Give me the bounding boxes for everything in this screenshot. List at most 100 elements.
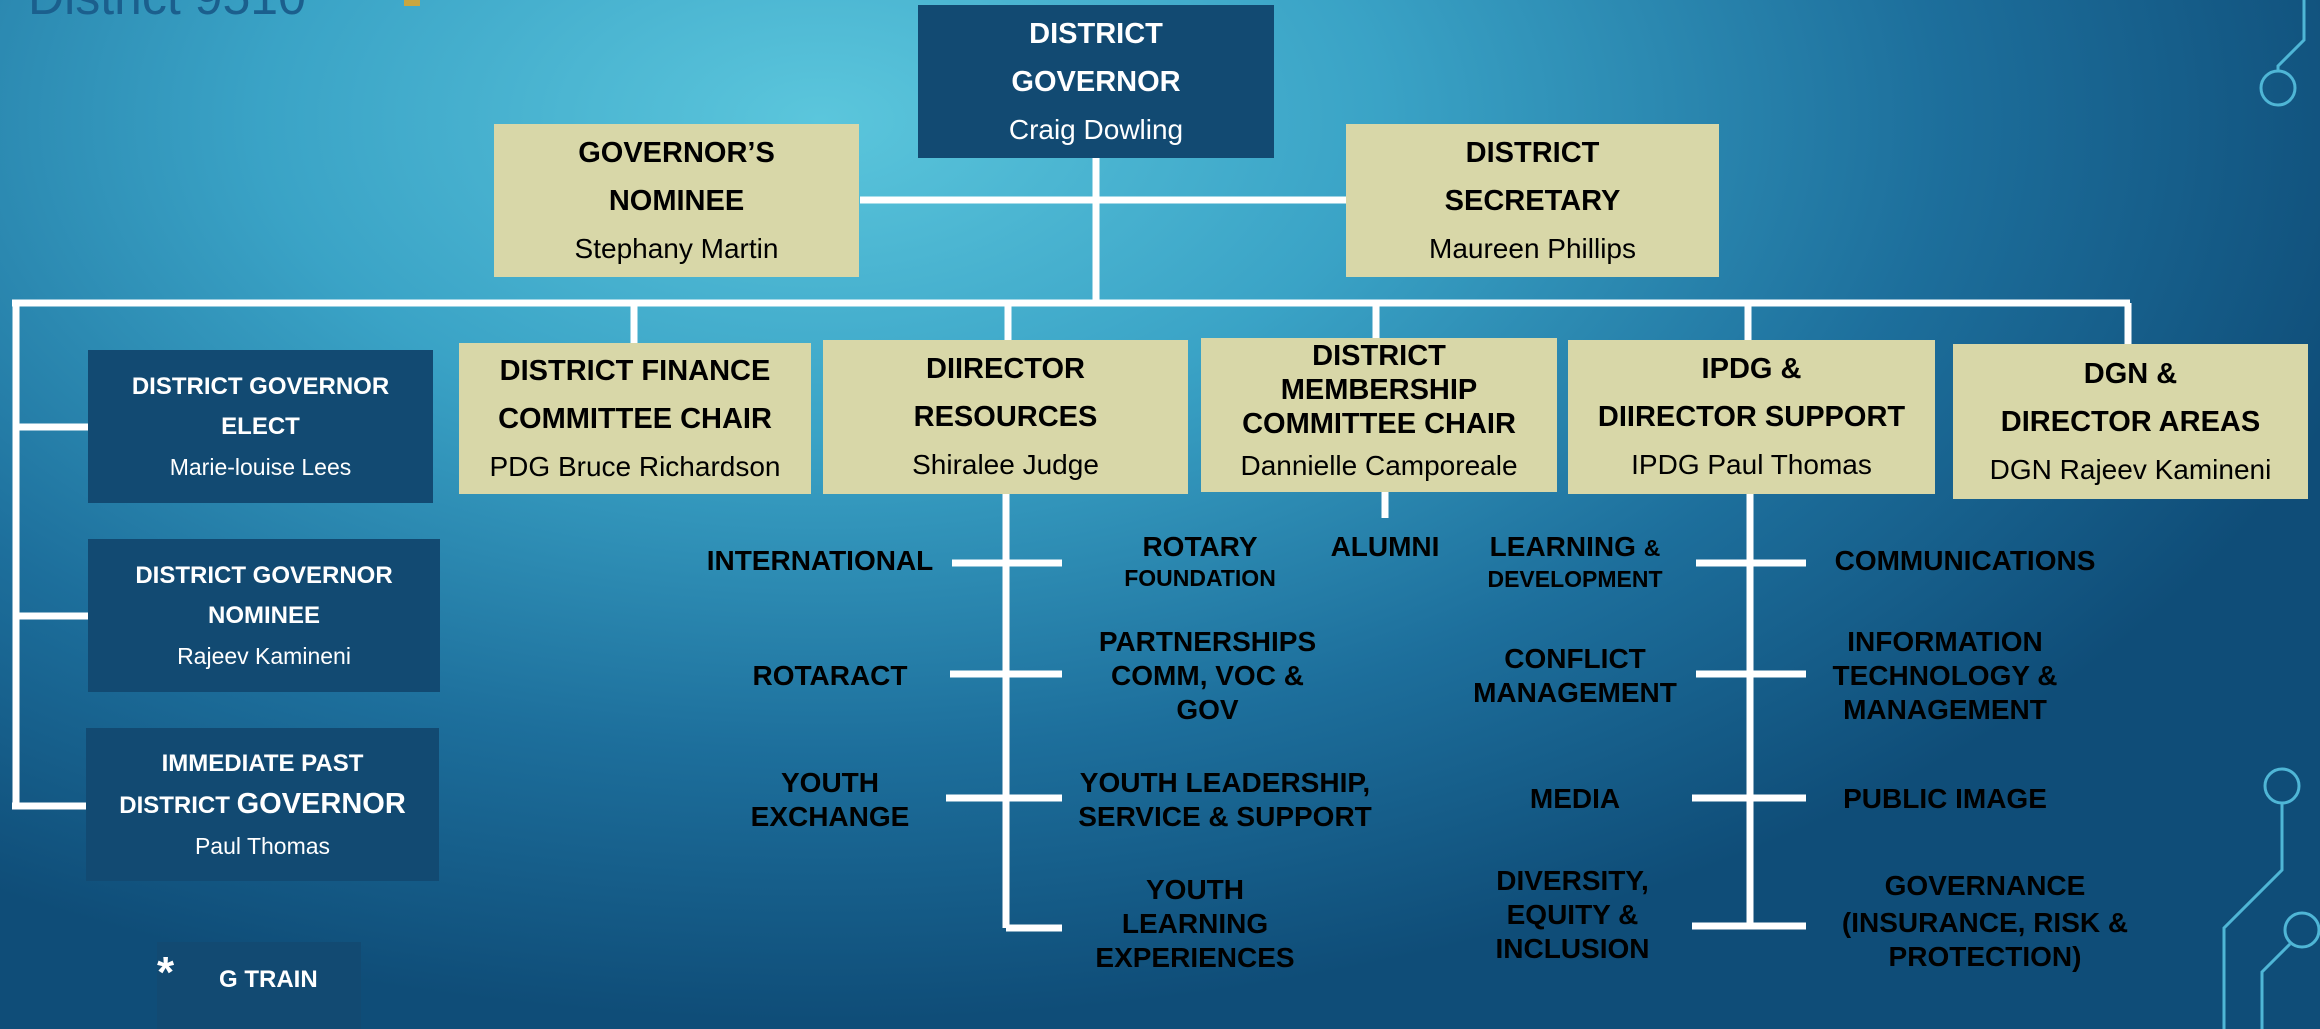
node-label: GOV [1176,694,1239,725]
box-title-part: DISTRICT [119,791,230,819]
membership-chair-box: DISTRICT MEMBERSHIP COMMITTEE CHAIR Dann… [1201,338,1557,492]
node-conflict-management: CONFLICT MANAGEMENT [1460,642,1690,710]
box-name: Paul Thomas [194,832,331,859]
box-name: Stephany Martin [574,232,779,264]
box-name: Maureen Phillips [1429,232,1636,264]
node-learning-development: LEARNING & DEVELOPMENT [1470,530,1680,593]
node-youth-learning: YOUTH LEARNING EXPERIENCES [1085,873,1305,975]
node-label: ROTARY [1142,531,1258,562]
node-youth-leadership: YOUTH LEADERSHIP, SERVICE & SUPPORT [1075,766,1375,834]
ipdg-box: IMMEDIATE PAST DISTRICT GOVERNOR Paul Th… [86,728,439,881]
district-title: District 9510 [28,0,306,26]
box-title: DISTRICT GOVERNOR [135,561,393,589]
node-label: TECHNOLOGY & [1832,660,2058,691]
box-title: DISTRICT GOVERNOR [119,784,406,826]
node-information-technology: INFORMATION TECHNOLOGY & MANAGEMENT [1810,625,2080,727]
box-name: Dannielle Camporeale [1240,450,1518,481]
node-label: COMM, VOC & [1111,660,1304,691]
box-title: NOMINEE [207,601,320,629]
node-label: (INSURANCE, RISK & [1841,907,2129,938]
node-partnerships: PARTNERSHIPS COMM, VOC & GOV [1070,625,1345,727]
asterisk-icon: * [157,948,175,997]
node-diversity: DIVERSITY, EQUITY & INCLUSION [1470,864,1675,966]
box-title: SECRETARY [1444,184,1621,217]
box-title-part: GOVERNOR [236,787,406,820]
node-label: DEVELOPMENT [1487,566,1663,592]
node-youth-exchange: YOUTH EXCHANGE [720,766,940,834]
governors-nominee-box: GOVERNOR’S NOMINEE Stephany Martin [494,124,859,277]
node-label: MANAGEMENT [1473,677,1677,708]
dgn-areas-box: DGN & DIRECTOR AREAS DGN Rajeev Kamineni [1953,344,2308,499]
node-label: EQUITY & [1506,899,1639,930]
district-governor-box: DISTRICT GOVERNOR Craig Dowling [918,5,1274,158]
box-title: DISTRICT [1029,17,1163,50]
box-title: GOVERNOR’S [578,136,775,169]
node-label: GOVERNANCE [1884,870,2086,901]
node-label: LEARNING [1121,908,1269,939]
node-label: MANAGEMENT [1843,694,2047,725]
box-title: DIIRECTOR [926,353,1085,385]
box-title: COMMITTEE CHAIR [498,402,772,435]
box-title: DISTRICT FINANCE [499,354,771,387]
g-train-label: G TRAIN [219,966,318,993]
box-title: DIIRECTOR SUPPORT [1597,401,1906,433]
finance-chair-box: DISTRICT FINANCE COMMITTEE CHAIR PDG Bru… [459,343,811,494]
dg-elect-box: DISTRICT GOVERNOR ELECT Marie-louise Lee… [88,350,433,503]
ipdg-support-box: IPDG & DIIRECTOR SUPPORT IPDG Paul Thoma… [1568,340,1935,494]
node-label: COMMUNICATIONS [1834,545,2096,576]
box-title: DISTRICT [1312,340,1446,372]
node-label: CONFLICT [1504,643,1646,674]
box-name: Marie-louise Lees [169,453,352,480]
box-name: DGN Rajeev Kamineni [1989,453,2272,485]
node-communications: COMMUNICATIONS [1820,544,2110,578]
dg-nominee-box: DISTRICT GOVERNOR NOMINEE Rajeev Kaminen… [88,539,440,692]
node-label-part: LEARNING [1489,531,1636,562]
node-international: INTERNATIONAL [700,544,940,578]
node-rotary-foundation: ROTARY FOUNDATION [1090,530,1310,592]
node-label: ROTARACT [752,660,908,691]
box-name: Craig Dowling [1008,113,1184,145]
node-label: INFORMATION [1847,626,2043,657]
node-label: PUBLIC IMAGE [1843,783,2047,814]
node-public-image: PUBLIC IMAGE [1820,782,2070,816]
node-governance: GOVERNANCE (INSURANCE, RISK & PROTECTION… [1820,866,2150,974]
node-label: INTERNATIONAL [706,545,934,576]
node-label: DIVERSITY, [1496,865,1649,896]
box-name: Shiralee Judge [912,449,1099,480]
box-title: COMMITTEE CHAIR [1242,408,1516,440]
node-label: PARTNERSHIPS [1098,626,1317,657]
node-label: YOUTH LEADERSHIP, [1079,767,1371,798]
node-label: LEARNING & [1470,530,1680,565]
box-name: Rajeev Kamineni [177,642,351,669]
node-label: FOUNDATION [1124,565,1276,591]
node-label-part: & [1643,535,1661,561]
director-resources-box: DIIRECTOR RESOURCES Shiralee Judge [823,340,1188,494]
box-title: RESOURCES [913,401,1098,433]
node-label: EXPERIENCES [1095,942,1295,973]
node-label: MEDIA [1529,783,1621,814]
box-title: IMMEDIATE PAST [161,749,364,777]
box-name: PDG Bruce Richardson [489,450,781,482]
box-title: DGN & [2083,357,2178,390]
node-label: YOUTH [781,767,879,798]
node-label: PROTECTION) [1888,941,2082,972]
node-label: ALUMNI [1330,531,1440,562]
box-title: ELECT [221,412,300,440]
node-rotaract: ROTARACT [720,659,940,693]
box-title: DISTRICT GOVERNOR [131,372,390,400]
node-label: YOUTH [1146,874,1244,905]
box-title: MEMBERSHIP [1280,374,1478,406]
district-secretary-box: DISTRICT SECRETARY Maureen Phillips [1346,124,1719,277]
node-alumni: ALUMNI [1320,530,1450,564]
node-label: EXCHANGE [750,801,910,832]
box-title: DISTRICT [1465,136,1600,169]
box-title: GOVERNOR [1011,65,1181,98]
g-train-box: * G TRAIN [157,942,361,1029]
header-accent [404,0,420,6]
box-name: IPDG Paul Thomas [1631,449,1872,480]
box-title: IPDG & [1701,353,1802,385]
box-title: NOMINEE [608,184,745,217]
node-label: SERVICE & SUPPORT [1078,801,1372,832]
node-media: MEDIA [1500,782,1650,816]
